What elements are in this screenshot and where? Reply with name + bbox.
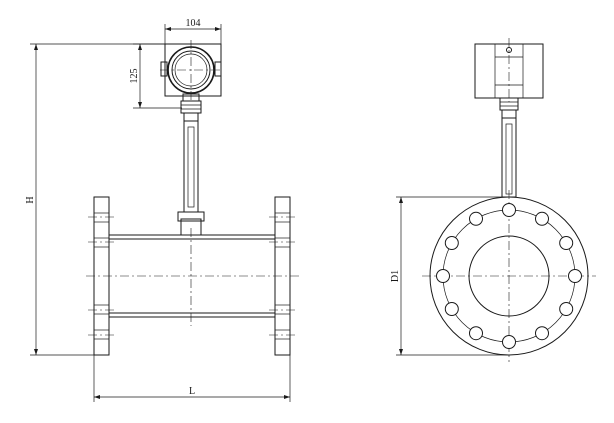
pipe-body bbox=[86, 228, 300, 326]
side-stem bbox=[499, 97, 519, 198]
dimension-125-label: 125 bbox=[129, 69, 140, 84]
dimension-104-label: 104 bbox=[186, 18, 201, 29]
bolt-hole bbox=[469, 326, 483, 341]
stem bbox=[177, 100, 205, 236]
bolt-hole bbox=[568, 269, 582, 283]
bolt-holes bbox=[436, 203, 582, 349]
bolt-hole bbox=[559, 236, 574, 250]
bolt-hole bbox=[444, 236, 459, 250]
right-flange bbox=[269, 196, 296, 356]
bolt-hole bbox=[444, 302, 459, 316]
dimension-H: H bbox=[25, 43, 165, 356]
bolt-hole bbox=[436, 269, 450, 283]
bolt-hole bbox=[502, 335, 516, 349]
front-view: 104 125 H L bbox=[25, 18, 300, 402]
dimension-104: 104 bbox=[164, 18, 222, 44]
bolt-hole bbox=[559, 302, 574, 316]
dimension-L: L bbox=[93, 355, 291, 402]
bolt-hole bbox=[469, 211, 483, 226]
dimension-D1: D1 bbox=[390, 196, 509, 356]
left-flange bbox=[88, 196, 115, 356]
transmitter-head bbox=[160, 40, 222, 102]
dimension-D1-label: D1 bbox=[390, 270, 401, 282]
bolt-hole bbox=[502, 203, 516, 217]
bolt-hole bbox=[535, 211, 549, 226]
bolt-hole bbox=[535, 326, 549, 341]
side-view: D1 bbox=[390, 38, 596, 362]
side-transmitter-housing bbox=[474, 38, 544, 102]
dimension-L-label: L bbox=[189, 386, 195, 397]
dimension-H-label: H bbox=[25, 196, 36, 203]
